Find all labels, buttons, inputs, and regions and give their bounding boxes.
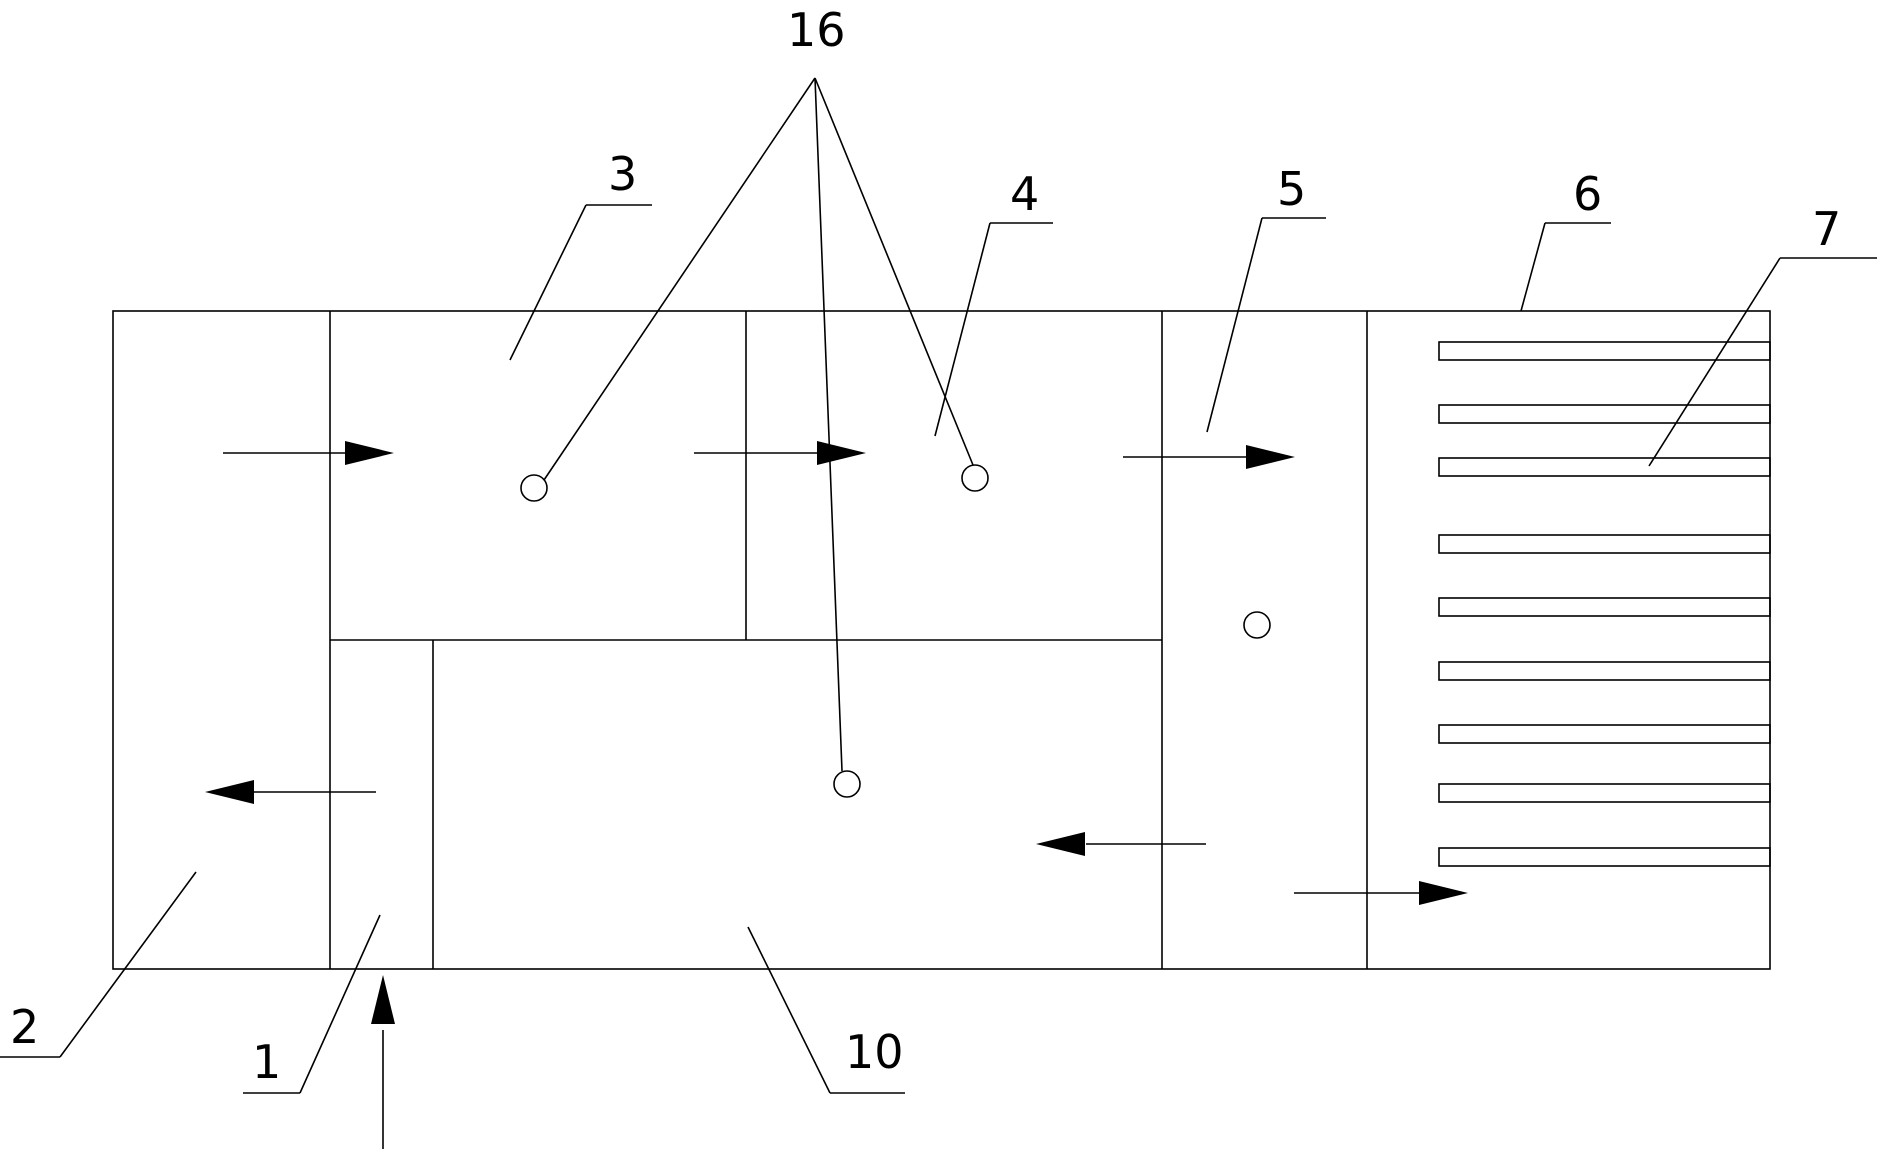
flow-arrow-head-3 <box>1246 445 1295 469</box>
label-2: 2 <box>10 1000 39 1054</box>
plate <box>1438 847 1771 867</box>
leader-7 <box>1648 257 1781 467</box>
label-10: 10 <box>845 1025 904 1079</box>
label-3: 3 <box>608 147 637 201</box>
leader-16-a <box>543 77 816 481</box>
label-4: 4 <box>1010 167 1039 221</box>
plate <box>1438 534 1771 554</box>
leader-10 <box>747 926 831 1094</box>
outer-tank-outline <box>112 310 1771 970</box>
label-6: 6 <box>1573 167 1602 221</box>
flow-arrow-head-1 <box>345 441 394 465</box>
point-circle-4 <box>961 464 989 492</box>
leader-5 <box>1206 217 1263 433</box>
label-16: 16 <box>787 3 846 57</box>
plate <box>1438 597 1771 617</box>
flow-arrow-head-6 <box>1419 881 1468 905</box>
inlet-arrow-head <box>371 975 395 1024</box>
plate <box>1438 783 1771 803</box>
plate <box>1438 457 1771 477</box>
leader-1 <box>299 914 381 1094</box>
leader-2 <box>59 871 197 1058</box>
flow-arrow-head-5 <box>1036 832 1085 856</box>
plate <box>1438 661 1771 681</box>
plate-stack <box>1438 341 1771 867</box>
leader-3 <box>509 204 587 361</box>
leader-16-b <box>814 77 974 466</box>
label-7: 7 <box>1812 202 1841 256</box>
leader-4 <box>934 222 991 437</box>
plate <box>1438 341 1771 361</box>
leader-16-c <box>814 77 843 772</box>
plate <box>1438 404 1771 424</box>
label-5: 5 <box>1277 162 1306 216</box>
point-circle-10 <box>833 770 861 798</box>
plate <box>1438 724 1771 744</box>
label-1: 1 <box>252 1035 281 1089</box>
flow-arrow-head-2 <box>817 441 866 465</box>
point-circle-3 <box>520 474 548 502</box>
leader-6 <box>1520 222 1546 312</box>
point-circle-5 <box>1243 611 1271 639</box>
flow-arrow-head-4 <box>205 780 254 804</box>
